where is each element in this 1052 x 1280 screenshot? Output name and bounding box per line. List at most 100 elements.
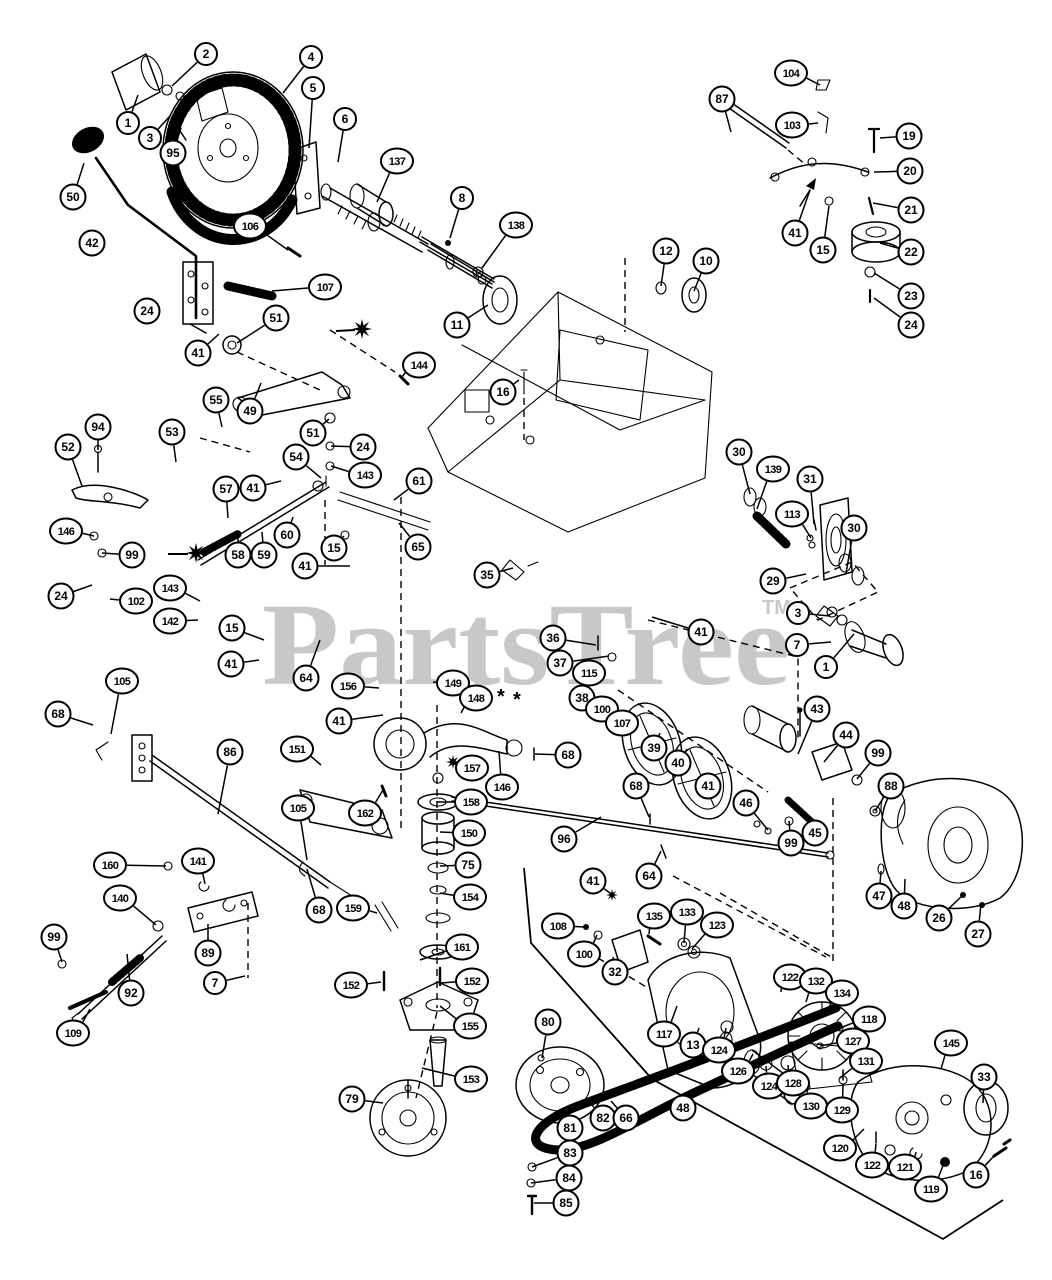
callout-balloon-79[interactable]: 79	[338, 1085, 366, 1113]
callout-balloon-133[interactable]: 133	[670, 898, 704, 926]
callout-balloon-24[interactable]: 24	[897, 311, 925, 339]
callout-balloon-20[interactable]: 20	[896, 157, 924, 185]
callout-balloon-82[interactable]: 82	[589, 1104, 617, 1132]
callout-balloon-2[interactable]: 2	[194, 42, 218, 66]
callout-balloon-29[interactable]: 29	[759, 567, 787, 595]
callout-balloon-60[interactable]: 60	[273, 521, 301, 549]
callout-balloon-83[interactable]: 83	[556, 1139, 584, 1167]
callout-balloon-1[interactable]: 1	[814, 655, 838, 679]
callout-balloon-99[interactable]: 99	[864, 739, 892, 767]
callout-balloon-156[interactable]: 156	[331, 672, 365, 700]
callout-balloon-80[interactable]: 80	[534, 1008, 562, 1036]
callout-balloon-50[interactable]: 50	[59, 183, 87, 211]
callout-balloon-99[interactable]: 99	[118, 541, 146, 569]
callout-balloon-61[interactable]: 61	[405, 467, 433, 495]
callout-balloon-140[interactable]: 140	[103, 884, 137, 912]
callout-balloon-64[interactable]: 64	[292, 664, 320, 692]
callout-balloon-139[interactable]: 139	[756, 455, 790, 483]
callout-balloon-68[interactable]: 68	[305, 896, 333, 924]
callout-balloon-12[interactable]: 12	[652, 237, 680, 265]
callout-balloon-105[interactable]: 105	[281, 794, 315, 822]
callout-balloon-161[interactable]: 161	[445, 933, 479, 961]
callout-balloon-130[interactable]: 130	[794, 1092, 828, 1120]
callout-balloon-105[interactable]: 105	[105, 667, 139, 695]
callout-balloon-40[interactable]: 40	[664, 749, 692, 777]
callout-balloon-24[interactable]: 24	[349, 433, 377, 461]
callout-balloon-32[interactable]: 32	[601, 958, 629, 986]
callout-balloon-100[interactable]: 100	[567, 940, 601, 968]
callout-balloon-5[interactable]: 5	[301, 76, 325, 100]
callout-balloon-21[interactable]: 21	[897, 196, 925, 224]
callout-balloon-24[interactable]: 24	[133, 297, 161, 325]
callout-balloon-1[interactable]: 1	[116, 111, 140, 135]
callout-balloon-11[interactable]: 11	[443, 311, 471, 339]
callout-balloon-129[interactable]: 129	[825, 1096, 859, 1124]
callout-balloon-59[interactable]: 59	[250, 541, 278, 569]
callout-balloon-155[interactable]: 155	[453, 1012, 487, 1040]
callout-balloon-35[interactable]: 35	[473, 561, 501, 589]
callout-balloon-87[interactable]: 87	[708, 85, 736, 113]
callout-balloon-109[interactable]: 109	[56, 1019, 90, 1047]
callout-balloon-30[interactable]: 30	[725, 438, 753, 466]
callout-balloon-16[interactable]: 16	[489, 378, 517, 406]
callout-balloon-22[interactable]: 22	[897, 238, 925, 266]
callout-balloon-89[interactable]: 89	[194, 939, 222, 967]
callout-balloon-27[interactable]: 27	[964, 920, 992, 948]
callout-balloon-44[interactable]: 44	[832, 721, 860, 749]
callout-balloon-160[interactable]: 160	[93, 851, 127, 879]
callout-balloon-41[interactable]: 41	[291, 552, 319, 580]
callout-balloon-45[interactable]: 45	[801, 819, 829, 847]
callout-balloon-58[interactable]: 58	[224, 541, 252, 569]
callout-balloon-3[interactable]: 3	[138, 126, 162, 150]
callout-balloon-131[interactable]: 131	[849, 1047, 883, 1075]
callout-balloon-41[interactable]: 41	[781, 219, 809, 247]
callout-balloon-68[interactable]: 68	[554, 741, 582, 769]
callout-balloon-53[interactable]: 53	[158, 418, 186, 446]
callout-balloon-23[interactable]: 23	[897, 282, 925, 310]
callout-balloon-47[interactable]: 47	[865, 882, 893, 910]
callout-balloon-141[interactable]: 141	[181, 847, 215, 875]
callout-balloon-144[interactable]: 144	[402, 351, 436, 379]
callout-balloon-41[interactable]: 41	[325, 707, 353, 735]
callout-balloon-99[interactable]: 99	[40, 923, 68, 951]
callout-balloon-96[interactable]: 96	[550, 825, 578, 853]
callout-balloon-66[interactable]: 66	[612, 1104, 640, 1132]
callout-balloon-31[interactable]: 31	[796, 465, 824, 493]
callout-balloon-92[interactable]: 92	[117, 979, 145, 1007]
callout-balloon-68[interactable]: 68	[44, 700, 72, 728]
callout-balloon-103[interactable]: 103	[775, 111, 809, 139]
callout-balloon-124[interactable]: 124	[702, 1036, 736, 1064]
callout-balloon-126[interactable]: 126	[721, 1057, 755, 1085]
callout-balloon-157[interactable]: 157	[455, 754, 489, 782]
callout-balloon-119[interactable]: 119	[914, 1175, 948, 1203]
callout-balloon-143[interactable]: 143	[348, 461, 382, 489]
callout-balloon-152[interactable]: 152	[334, 971, 368, 999]
callout-balloon-149[interactable]: 149	[436, 669, 470, 697]
callout-balloon-148[interactable]: 148	[459, 684, 493, 712]
callout-balloon-120[interactable]: 120	[823, 1134, 857, 1162]
callout-balloon-137[interactable]: 137	[380, 147, 414, 175]
callout-balloon-7[interactable]: 7	[203, 971, 227, 995]
callout-balloon-48[interactable]: 48	[890, 892, 918, 920]
callout-balloon-150[interactable]: 150	[452, 819, 486, 847]
callout-balloon-151[interactable]: 151	[280, 735, 314, 763]
callout-balloon-158[interactable]: 158	[454, 788, 488, 816]
callout-balloon-146[interactable]: 146	[49, 517, 83, 545]
callout-balloon-37[interactable]: 37	[546, 649, 574, 677]
callout-balloon-75[interactable]: 75	[454, 851, 482, 879]
callout-balloon-81[interactable]: 81	[556, 1114, 584, 1142]
callout-balloon-42[interactable]: 42	[78, 229, 106, 257]
callout-balloon-146[interactable]: 146	[485, 773, 519, 801]
callout-balloon-26[interactable]: 26	[925, 904, 953, 932]
callout-balloon-106[interactable]: 106	[233, 212, 267, 240]
callout-balloon-49[interactable]: 49	[236, 397, 264, 425]
callout-balloon-153[interactable]: 153	[454, 1065, 488, 1093]
callout-balloon-162[interactable]: 162	[348, 799, 382, 827]
callout-balloon-36[interactable]: 36	[539, 624, 567, 652]
callout-balloon-118[interactable]: 118	[852, 1005, 886, 1033]
callout-balloon-41[interactable]: 41	[687, 618, 715, 646]
callout-balloon-115[interactable]: 115	[572, 659, 606, 687]
callout-balloon-68[interactable]: 68	[622, 772, 650, 800]
callout-balloon-51[interactable]: 51	[262, 304, 290, 332]
callout-balloon-65[interactable]: 65	[404, 533, 432, 561]
